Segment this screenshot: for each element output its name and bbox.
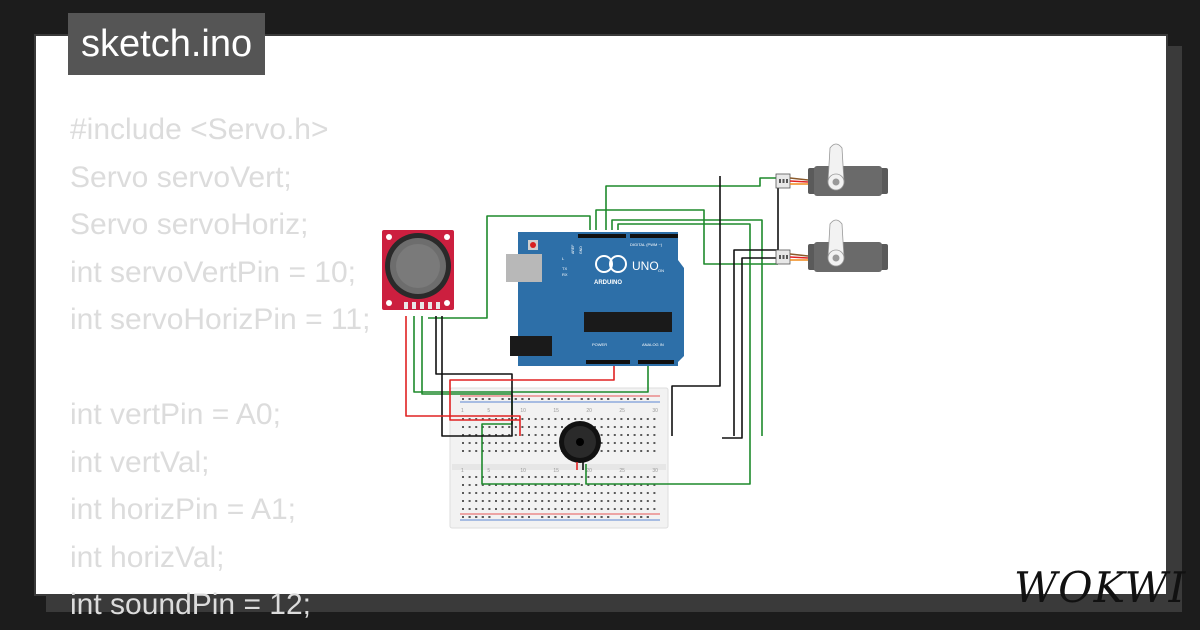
logo-text: WOKWI [1014, 563, 1187, 612]
code-line: int soundPin = 12; [70, 588, 312, 621]
breadboard-column-number: 15 [553, 468, 559, 474]
wires [405, 176, 779, 485]
code-line: int horizVal; [70, 540, 225, 574]
breadboard-column-number: 1 [461, 408, 464, 414]
code-line: Servo servoHoriz; [70, 208, 309, 241]
label-digital: DIGITAL (PWM ~) [630, 242, 663, 247]
breadboard-column-number: 20 [586, 468, 592, 474]
code-line: Servo servoVert; [70, 160, 292, 194]
label-l: L [562, 256, 565, 261]
label-on: ON [658, 268, 664, 273]
arduino-uno-icon: UNO ARDUINO DIGITAL (PWM ~) POWER ANALOG… [506, 232, 684, 366]
joystick-icon [382, 230, 454, 310]
buzzer-icon [559, 421, 601, 470]
code-preview: #include <Servo.h> Servo servoVert; Servo … [70, 106, 370, 629]
wokwi-logo: WOKWI [1014, 563, 1187, 612]
preview-card: #include <Servo.h> Servo servoVert; Servo … [34, 34, 1186, 621]
breadboard-column-number: 30 [652, 468, 658, 474]
code-line: #include <Servo.h> [70, 113, 329, 146]
breadboard-column-number: 5 [487, 468, 490, 474]
label-power: POWER [592, 342, 607, 347]
board-brand: ARDUINO [594, 280, 622, 286]
label-gnd: GND [579, 246, 583, 254]
code-line [70, 344, 370, 392]
filename-tag: sketch.ino [68, 13, 266, 75]
label-aref: AREF [571, 245, 575, 254]
servo-motor-icon [775, 219, 888, 272]
label-rx: RX [562, 272, 568, 277]
breadboard-column-number: 10 [520, 468, 526, 474]
servo-motor-icon [775, 143, 888, 196]
code-line: int vertPin = A0; [70, 398, 281, 431]
code-line: int servoHorizPin = 11; [70, 303, 371, 336]
breadboard-column-number: 15 [553, 408, 559, 414]
breadboard-column-number: 20 [586, 408, 592, 414]
breadboard-column-number: 1 [461, 468, 464, 474]
breadboard-column-number: 25 [619, 468, 625, 474]
breadboard-column-number: 25 [619, 408, 625, 414]
board-name: UNO [632, 259, 659, 273]
label-analog: ANALOG IN [642, 342, 664, 347]
code-line: int vertVal; [70, 445, 210, 479]
breadboard-column-number: 10 [520, 408, 526, 414]
breadboard-column-number: 5 [487, 408, 490, 414]
breadboard-column-number: 30 [652, 408, 658, 414]
code-line: int servoVertPin = 10; [70, 255, 356, 289]
label-tx: TX [562, 266, 567, 271]
code-line: int horizPin = A1; [70, 493, 296, 526]
